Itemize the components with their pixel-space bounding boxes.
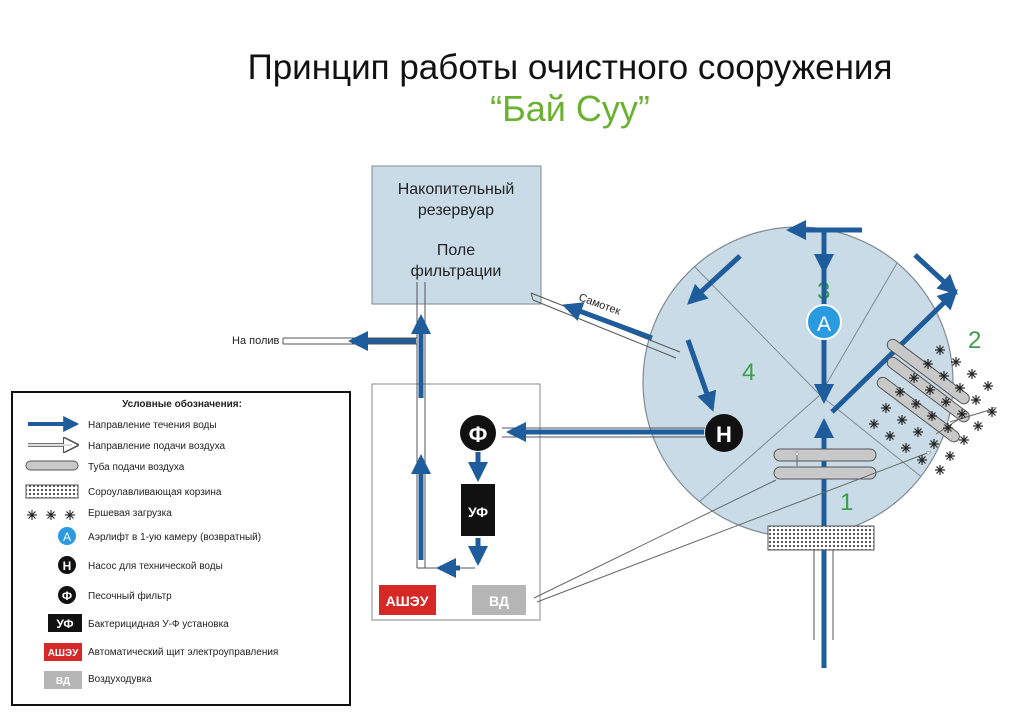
- bio-loading: [869, 345, 997, 475]
- irrigation-label: На полив: [232, 335, 280, 347]
- legend-basket: [25, 484, 79, 499]
- svg-text:ВД: ВД: [56, 676, 70, 687]
- legend-tube: [25, 460, 79, 471]
- legend-item-6: Аэрлифт в 1-ую камеру (возвратный): [88, 531, 261, 543]
- legend-title: Условные обозначения:: [122, 398, 242, 410]
- air-supply-lines: [533, 408, 996, 603]
- svg-text:АШЭУ: АШЭУ: [386, 593, 429, 609]
- legend-item-11: Воздуходувка: [88, 674, 152, 685]
- water-flow-chamber4-top: [687, 254, 742, 305]
- pump-symbol: Н: [705, 414, 743, 452]
- treatment-tank: 1 2 3 4: [642, 226, 981, 538]
- legend-filter-icon: [58, 586, 76, 604]
- legend-control-panel-icon: [44, 643, 82, 661]
- legend-bio-loading: [27, 510, 75, 520]
- filtration-label-1: Поле: [437, 242, 475, 259]
- chamber-1-label: 1: [840, 489, 853, 516]
- uv-unit-symbol: УФ: [461, 484, 495, 536]
- svg-text:Ф: Ф: [62, 589, 72, 603]
- svg-text:ВД: ВД: [489, 593, 509, 609]
- svg-text:Н: Н: [63, 559, 72, 573]
- svg-text:А: А: [63, 530, 71, 544]
- legend-item-3: Туба подачи воздуха: [88, 461, 185, 473]
- svg-text:УФ: УФ: [56, 617, 73, 631]
- legend-item-7: Насос для технической воды: [88, 561, 223, 572]
- filtration-label-2: фильтрации: [411, 263, 502, 280]
- water-flow-to-pump: [685, 339, 717, 412]
- trash-basket: [767, 525, 875, 551]
- chamber-4-label: 4: [742, 359, 755, 386]
- reservoir-label-2: резервуар: [418, 202, 494, 219]
- legend-item-9: Бактерицидная У-Ф установка: [88, 619, 229, 630]
- diagram-title: Принцип работы очистного сооружения: [247, 48, 893, 87]
- water-flow-gravity: [562, 302, 653, 341]
- reservoir-label-1: Накопительный: [398, 181, 515, 198]
- legend-blower-icon: [44, 671, 82, 689]
- sand-filter-symbol: Ф: [460, 415, 496, 451]
- legend-item-10: Автоматический щит электроуправления: [88, 647, 278, 658]
- svg-text:Н: Н: [716, 422, 732, 447]
- legend-item-2: Направление подачи воздуха: [88, 441, 225, 452]
- control-panel-symbol: АШЭУ: [379, 585, 436, 615]
- legend-item-4: Сороулавливающая корзина: [88, 487, 222, 498]
- svg-text:А: А: [817, 313, 831, 336]
- legend-uv-icon: [48, 614, 82, 632]
- airlift-symbol: А: [806, 304, 842, 340]
- diagram-subtitle: “Бай Суу”: [490, 88, 650, 129]
- equipment-housing: [371, 383, 541, 621]
- legend-item-1: Направление течения воды: [88, 420, 217, 431]
- chamber-2-label: 2: [968, 327, 981, 354]
- legend: Условные обозначения: А Н Ф УФ: [11, 391, 351, 706]
- svg-text:УФ: УФ: [468, 504, 488, 520]
- svg-text:Ф: Ф: [469, 422, 488, 447]
- legend-item-8: Песочный фильтр: [88, 590, 172, 602]
- legend-airlift-icon: [58, 527, 76, 545]
- blower-symbol: ВД: [472, 585, 526, 615]
- water-flow-chamber2-top: [913, 253, 958, 295]
- reservoir-box: Накопительный резервуар Поле фильтрации: [371, 165, 542, 305]
- legend-item-5: Ершевая загрузка: [88, 508, 172, 519]
- legend-pump-icon: [58, 556, 76, 574]
- svg-text:АШЭУ: АШЭУ: [48, 648, 79, 659]
